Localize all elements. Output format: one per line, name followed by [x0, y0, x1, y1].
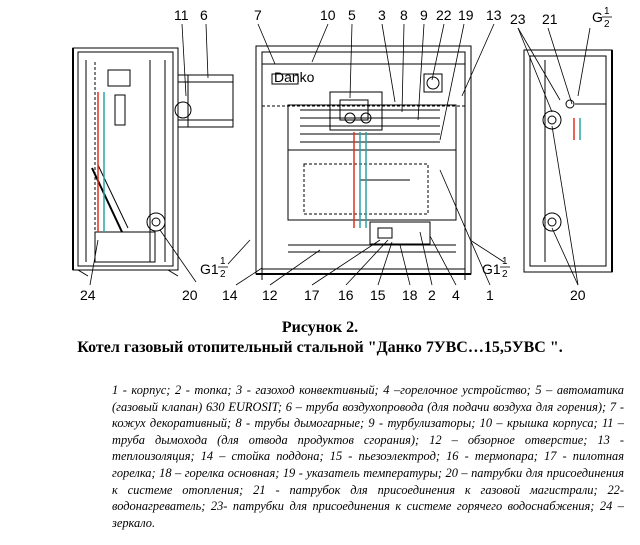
svg-text:1: 1 — [220, 256, 226, 267]
callout-22: 22 — [436, 7, 452, 23]
callout-8: 8 — [400, 7, 408, 23]
callout-10: 10 — [320, 7, 336, 23]
leader-lines — [89, 23, 591, 286]
parts-legend: 1 - корпус; 2 - топка; 3 - газоход конве… — [112, 383, 624, 530]
svg-text:G1: G1 — [200, 261, 219, 277]
callout-20: 20 — [182, 287, 198, 303]
svg-text:G1: G1 — [482, 261, 501, 277]
callout-9: 9 — [420, 7, 428, 23]
callout-2: 2 — [428, 287, 436, 303]
right-side-view — [523, 49, 613, 273]
callout-18: 18 — [402, 287, 418, 303]
callout-5: 5 — [348, 7, 356, 23]
figure-title: Котел газовый отопительный стальной "Дан… — [77, 339, 563, 356]
svg-text:1: 1 — [502, 256, 508, 267]
callout-15: 15 — [370, 287, 386, 303]
callout-16: 16 — [338, 287, 354, 303]
callout-12: 12 — [262, 287, 278, 303]
callout-21: 21 — [542, 11, 558, 27]
front-view — [255, 45, 472, 280]
left-side-view — [72, 47, 234, 277]
figure-number: Рисунок 2. — [281, 319, 359, 336]
callout-3: 3 — [378, 7, 386, 23]
callout-7: 7 — [254, 7, 262, 23]
fire-tubes — [300, 109, 440, 143]
svg-text:2: 2 — [604, 19, 610, 30]
callout-24: 24 — [80, 287, 96, 303]
callout-23: 23 — [510, 11, 526, 27]
callout-1: 1 — [486, 287, 494, 303]
callout-4: 4 — [452, 287, 460, 303]
svg-text:1: 1 — [604, 6, 610, 17]
callout-13: 13 — [486, 7, 502, 23]
pipe-label-center: G1 1 2 — [482, 256, 510, 280]
callout-19: 19 — [458, 7, 474, 23]
callout-14: 14 — [222, 287, 238, 303]
pipe-label-top-right: G 1 2 — [592, 6, 612, 30]
callout-11: 11 — [174, 7, 189, 23]
callout-17: 17 — [304, 287, 320, 303]
svg-text:2: 2 — [220, 269, 226, 280]
figure-caption: Рисунок 2. Котел газовый отопительный ст… — [0, 318, 640, 358]
boiler-technical-drawing: Danko — [72, 6, 613, 303]
brand-plate: Danko — [274, 69, 315, 85]
pipe-label-left: G1 1 2 — [200, 256, 228, 280]
callout-6: 6 — [200, 7, 208, 23]
callout-20-right: 20 — [570, 287, 586, 303]
svg-text:2: 2 — [502, 269, 508, 280]
callout-labels: 24 20 14 12 17 16 15 18 2 4 1 20 11 6 7 … — [80, 7, 586, 303]
svg-text:G: G — [592, 9, 603, 25]
